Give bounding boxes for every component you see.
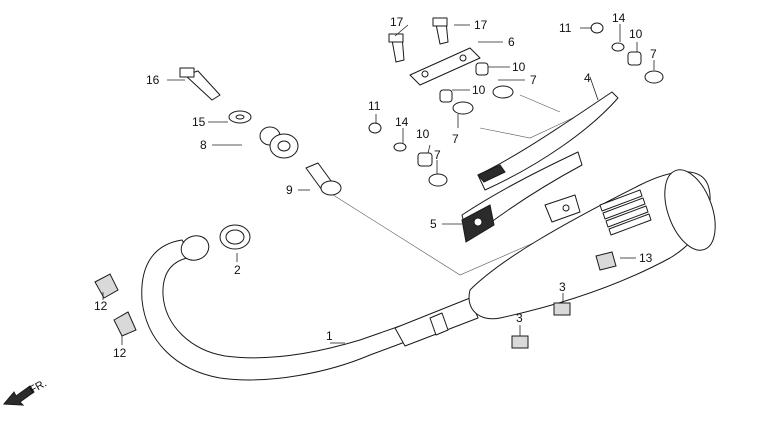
callout-9: 9 xyxy=(286,183,293,197)
callout-10: 10 xyxy=(472,83,486,97)
callout-3: 3 xyxy=(559,280,566,294)
front-label: FR. xyxy=(28,377,49,396)
muffler-slots xyxy=(599,189,652,236)
heat-shield-lower xyxy=(461,151,583,243)
callout-5: 5 xyxy=(430,217,437,231)
callout-14: 14 xyxy=(395,115,409,129)
callout-7: 7 xyxy=(650,47,657,61)
callout-12: 12 xyxy=(94,299,108,313)
callout-1: 1 xyxy=(326,329,333,343)
callout-12: 12 xyxy=(113,346,127,360)
callout-7: 7 xyxy=(452,132,459,146)
front-direction-indicator: FR. xyxy=(2,377,49,406)
callout-17: 17 xyxy=(474,18,488,32)
arrow-down-left-icon xyxy=(2,385,35,406)
callout-4: 4 xyxy=(584,71,591,85)
callout-13: 13 xyxy=(639,251,653,265)
callout-10: 10 xyxy=(629,27,643,41)
mounting-plate xyxy=(409,47,481,86)
callout-6: 6 xyxy=(508,35,515,49)
callout-11: 11 xyxy=(559,21,572,35)
callout-11: 11 xyxy=(368,99,381,113)
heat-shield-upper xyxy=(477,91,619,191)
callout-3: 3 xyxy=(516,311,523,325)
leader-lines xyxy=(102,24,655,345)
callout-14: 14 xyxy=(612,11,626,25)
callout-10: 10 xyxy=(512,60,526,74)
callout-10: 10 xyxy=(416,127,430,141)
callout-7: 7 xyxy=(530,73,537,87)
callout-8: 8 xyxy=(200,138,207,152)
callout-15: 15 xyxy=(192,115,206,129)
exhaust-gasket xyxy=(219,224,251,250)
callout-2: 2 xyxy=(234,263,241,277)
callout-7: 7 xyxy=(434,148,441,162)
callout-17: 17 xyxy=(390,15,404,29)
exhaust-muffler-assembly xyxy=(141,169,716,381)
callout-labels: 1 2 3 3 4 5 6 7 7 7 7 8 9 10 10 10 10 11… xyxy=(94,11,657,360)
callout-16: 16 xyxy=(146,73,160,87)
fasteners xyxy=(94,17,664,349)
